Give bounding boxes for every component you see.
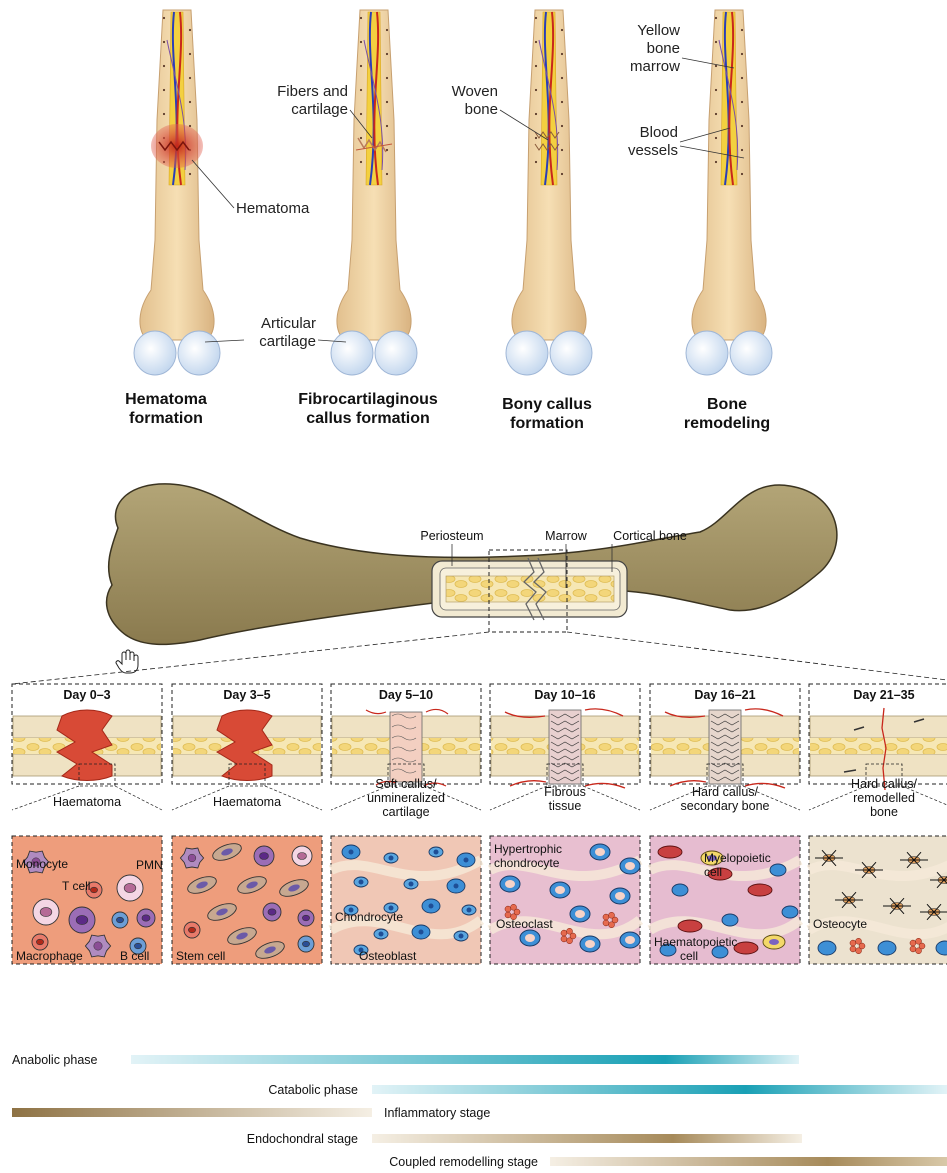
articular-cartilage-knob	[331, 331, 373, 375]
day-label: Day 16–21	[694, 688, 755, 702]
panel-tissue-title: secondary bone	[681, 799, 770, 813]
label-inflammatory-stage: Inflammatory stage	[384, 1106, 490, 1120]
haematopoietic-cell	[734, 942, 758, 954]
haematopoietic-cell	[678, 920, 702, 932]
label-cortical-bone: Cortical bone	[613, 529, 687, 543]
label-anabolic-phase: Anabolic phase	[12, 1053, 98, 1067]
articular-cartilage-knob	[730, 331, 772, 375]
stage-title-2-line2: callus formation	[306, 410, 430, 427]
day-label: Day 5–10	[379, 688, 433, 702]
anabolic-phase-bar	[131, 1055, 799, 1064]
cell-label: PMN	[136, 858, 163, 872]
panel-tissue-title: Fibrous	[544, 785, 586, 799]
panel-tissue-title: remodelled	[853, 791, 915, 805]
haematopoietic-cell	[658, 846, 682, 858]
label-coupled-remodelling-stage: Coupled remodelling stage	[389, 1155, 538, 1169]
label-yellow-1: Yellow	[637, 22, 680, 39]
long-bone-4	[686, 10, 772, 375]
day-label: Day 3–5	[223, 688, 270, 702]
cell-label: Macrophage	[16, 949, 83, 963]
panel-tissue-title: tissue	[549, 799, 582, 813]
inflammatory-stage-bar	[12, 1108, 372, 1117]
haematopoietic-cell	[748, 884, 772, 896]
osteoblast-cell	[782, 906, 798, 918]
catabolic-phase-bar	[372, 1085, 947, 1094]
cell-label: Hypertrophic	[494, 842, 562, 856]
top-stage-titles: Hematoma formation Fibrocartilaginous ca…	[125, 391, 770, 432]
articular-cartilage-knob	[134, 331, 176, 375]
label-hematoma: Hematoma	[236, 200, 310, 217]
label-woven-1: Woven	[452, 83, 498, 100]
label-fibers-1: Fibers and	[277, 83, 348, 100]
label-blood-1: Blood	[640, 124, 678, 141]
hand-cursor-icon	[116, 650, 138, 673]
cell-label: Osteocyte	[813, 917, 867, 931]
cell-label: Haematopoietic	[654, 935, 737, 949]
panel-tissue-title: Haematoma	[213, 795, 281, 809]
panel-tissue-title: Hard callus/	[692, 785, 759, 799]
articular-cartilage-knob	[178, 331, 220, 375]
label-yellow-2: bone	[647, 40, 680, 57]
endochondral-stage-bar	[372, 1134, 802, 1143]
label-yellow-3: marrow	[630, 58, 680, 75]
stage-title-3-line2: formation	[510, 415, 584, 432]
osteoblast-cell	[722, 914, 738, 926]
femur-illustration: Periosteum Marrow Cortical bone	[12, 484, 947, 684]
cell-label: Chondrocyte	[335, 910, 403, 924]
cell-label: T cell	[62, 879, 90, 893]
long-bone-1	[134, 10, 220, 375]
day-label: Day 10–16	[534, 688, 595, 702]
label-fibers-2: cartilage	[291, 101, 348, 118]
cell-label: cell	[680, 949, 698, 963]
cell-label: Monocyte	[16, 857, 68, 871]
label-marrow: Marrow	[545, 529, 588, 543]
osteoblast-cell	[770, 864, 786, 876]
cell-label: Stem cell	[176, 949, 225, 963]
stage-title-4-line2: remodeling	[684, 415, 770, 432]
stage-title-2-line1: Fibrocartilaginous	[298, 391, 438, 408]
label-articular-1: Articular	[261, 315, 316, 332]
cell-label: Osteoclast	[496, 917, 553, 931]
panel-tissue-title: Haematoma	[53, 795, 121, 809]
cell-label: cell	[704, 865, 722, 879]
panel-tissue-title: Soft callus/	[375, 777, 437, 791]
coupled-remodelling-stage-bar	[550, 1157, 947, 1166]
top-labels: Hematoma Articular cartilage Fibers and …	[192, 22, 744, 350]
panel-tissue-title: bone	[870, 805, 898, 819]
label-articular-2: cartilage	[259, 333, 316, 350]
stage-title-4-line1: Bone	[707, 396, 747, 413]
phase-bars: Anabolic phase Catabolic phase Inflammat…	[12, 1053, 947, 1169]
label-endochondral-stage: Endochondral stage	[247, 1132, 358, 1146]
label-catabolic-phase: Catabolic phase	[268, 1083, 358, 1097]
label-blood-2: vessels	[628, 142, 678, 159]
stage-title-3-line1: Bony callus	[502, 396, 592, 413]
hematoma-clot	[151, 124, 203, 168]
articular-cartilage-knob	[550, 331, 592, 375]
articular-cartilage-knob	[375, 331, 417, 375]
long-bone-3	[506, 10, 592, 375]
osteoblast-cell	[818, 941, 836, 955]
long-bone-2	[331, 10, 417, 375]
panel-tissue-title: Hard callus/	[851, 777, 918, 791]
stage-title-1-line1: Hematoma	[125, 391, 207, 408]
osteoblast-cell	[672, 884, 688, 896]
day-label: Day 0–3	[63, 688, 110, 702]
panel-tissue-title: cartilage	[382, 805, 429, 819]
label-periosteum: Periosteum	[420, 529, 483, 543]
articular-cartilage-knob	[686, 331, 728, 375]
osteoblast-cell	[878, 941, 896, 955]
label-woven-2: bone	[465, 101, 498, 118]
cell-label: B cell	[120, 949, 149, 963]
panel-tissue-title: unmineralized	[367, 791, 445, 805]
soft-callus	[390, 712, 422, 782]
articular-cartilage-knob	[506, 331, 548, 375]
cell-label: chondrocyte	[494, 856, 560, 870]
cell-label: Osteoblast	[359, 949, 417, 963]
cell-label: Myelopoietic	[704, 851, 771, 865]
day-label: Day 21–35	[853, 688, 914, 702]
stage-title-1-line2: formation	[129, 410, 203, 427]
